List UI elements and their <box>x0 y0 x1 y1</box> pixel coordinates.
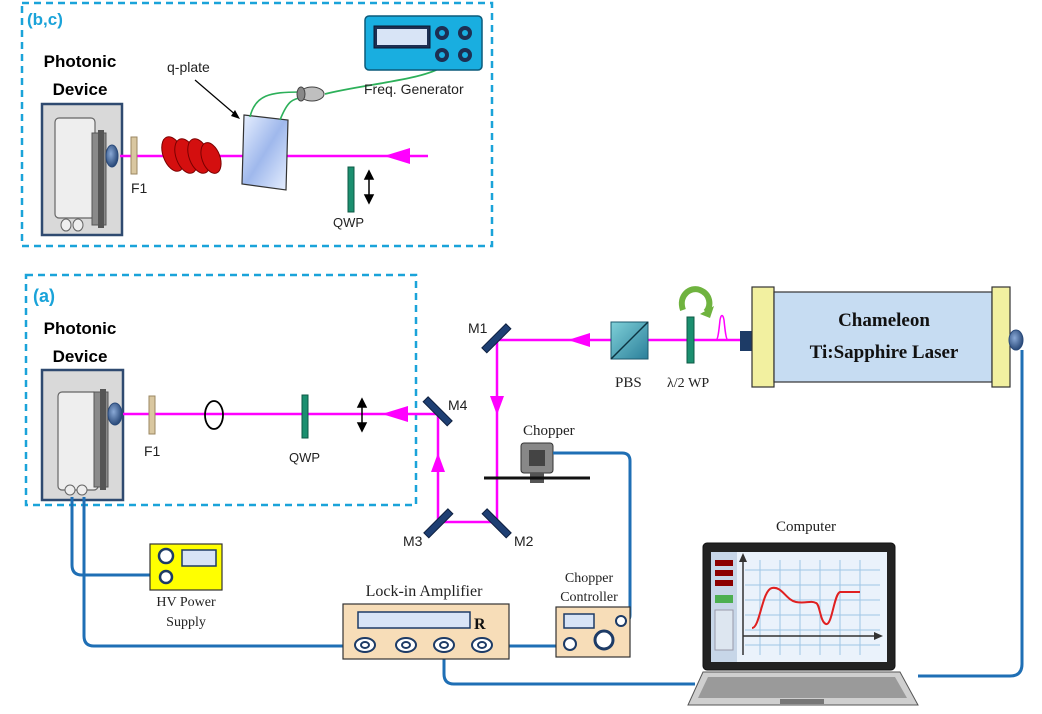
m4-label: M4 <box>448 397 468 413</box>
freq-generator-label: Freq. Generator <box>364 81 464 97</box>
lockin-label: Lock-in Amplifier <box>366 583 484 600</box>
q-plate-pointer <box>194 79 238 117</box>
chopper-label: Chopper <box>523 423 575 439</box>
beam-direction-arrow-a <box>382 406 408 422</box>
laptop-computer <box>687 542 919 706</box>
rotation-arrow-icon <box>678 286 714 318</box>
q-plate <box>241 114 289 191</box>
beam-direction-arrow-bc <box>384 148 410 164</box>
lens-icon <box>204 400 224 430</box>
filter-f1-bc <box>130 136 138 175</box>
mirror-m3: M3 <box>403 508 454 549</box>
lockin-amplifier <box>342 603 510 660</box>
mirror-m2: M2 <box>481 508 534 549</box>
hv-label-line2: Supply <box>166 615 206 630</box>
double-arrow-icon-a <box>356 397 368 433</box>
chopper-controller-line1: Chopper <box>565 571 614 586</box>
photonic-device-title-line2: Device <box>53 80 108 99</box>
q-plate-label: q-plate <box>167 59 210 75</box>
pbs-cube <box>610 321 649 360</box>
laser-label-line2: Ti:Sapphire Laser <box>810 342 959 363</box>
mirror-m1: M1 <box>468 320 512 354</box>
chopper <box>484 442 590 483</box>
bnc-connector-icon <box>296 86 325 102</box>
lockin-r-label: R <box>474 616 486 633</box>
double-arrow-icon <box>363 169 375 205</box>
mirror-m4: M4 <box>422 396 468 427</box>
half-waveplate <box>686 316 695 364</box>
panel-a-tag: (a) <box>33 286 55 306</box>
panel-a-frame <box>24 273 418 507</box>
panel-bc-frame <box>20 1 494 248</box>
filter-f1-a <box>148 395 156 435</box>
pulse-icon <box>710 314 736 341</box>
chameleon-laser <box>740 286 1024 388</box>
computer-label: Computer <box>776 519 836 535</box>
qwp-a <box>301 394 309 439</box>
panel-bc: (b,c) Photonic Device F1 q-plate <box>20 1 494 248</box>
half-waveplate-label: λ/2 WP <box>667 376 709 391</box>
hv-power-supply <box>149 543 223 591</box>
m1-label: M1 <box>468 320 488 336</box>
helical-beam-icon <box>161 136 222 174</box>
laser-label-line1: Chameleon <box>838 310 930 331</box>
beam-arrow-1 <box>568 333 590 347</box>
beam-arrow-2 <box>490 396 504 415</box>
chopper-controller <box>555 606 631 658</box>
qwp-bc <box>347 166 355 213</box>
photonic-device-bc <box>40 102 124 237</box>
generator-wire-1 <box>249 91 301 118</box>
qwp-label-bc: QWP <box>333 215 364 230</box>
pbs-label: PBS <box>615 375 642 391</box>
hv-label-line1: HV Power <box>156 595 216 610</box>
photonic-device-a-title-line1: Photonic <box>44 319 117 338</box>
photonic-device-title-line1: Photonic <box>44 52 117 71</box>
beam-arrow-3 <box>431 453 445 472</box>
chopper-controller-line2: Controller <box>560 590 618 605</box>
panel-a: (a) Photonic Device F1 QWP <box>24 273 442 507</box>
f1-label-a: F1 <box>144 443 161 459</box>
m3-label: M3 <box>403 533 423 549</box>
panel-bc-tag: (b,c) <box>27 10 63 29</box>
photonic-device-a <box>40 368 125 502</box>
m2-label: M2 <box>514 533 534 549</box>
f1-label-bc: F1 <box>131 180 148 196</box>
main-beam-path <box>431 333 745 524</box>
photonic-device-a-title-line2: Device <box>53 347 108 366</box>
qwp-label-a: QWP <box>289 450 320 465</box>
frequency-generator <box>364 15 483 71</box>
